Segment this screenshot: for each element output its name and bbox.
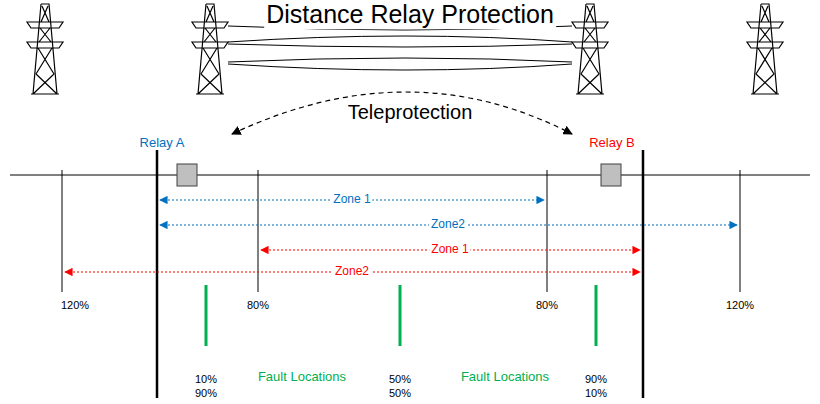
reach-marks [62,170,740,292]
bus-bar [642,150,645,398]
bus-bar [156,150,159,398]
teleprotection-arc [232,92,572,134]
fault-percent: 50% [387,373,413,385]
tower [747,4,783,94]
fault-locations-label: Fault Locations [256,370,348,384]
relay-label: Relay B [587,136,637,150]
relay-box [177,164,197,186]
fault-percent: 90% [583,373,609,385]
fault-percent: 10% [193,373,219,385]
fault-markers [206,285,596,346]
line [10,175,810,176]
reach-label: 80% [245,299,271,311]
fault-percent: 90% [193,387,219,399]
relay-box [601,164,621,186]
tower [192,4,228,94]
zone-label: Zone2 [429,218,467,231]
fault-percent: 50% [387,387,413,399]
zone-label: Zone 1 [429,243,470,256]
tower [572,4,608,94]
reach-label: 80% [534,299,560,311]
fault-locations-label: Fault Locations [459,370,551,384]
conductors [228,26,572,70]
reach-label: 120% [724,299,756,311]
fault-percent: 10% [583,387,609,399]
teleprotection-label: Teleprotection [346,101,475,123]
relay-label: Relay A [138,136,187,150]
zone-label: Zone 1 [331,193,372,206]
diagram-title: Distance Relay Protection [264,1,556,29]
tower [27,4,63,94]
reach-label: 120% [59,299,91,311]
zone-label: Zone2 [333,265,371,278]
